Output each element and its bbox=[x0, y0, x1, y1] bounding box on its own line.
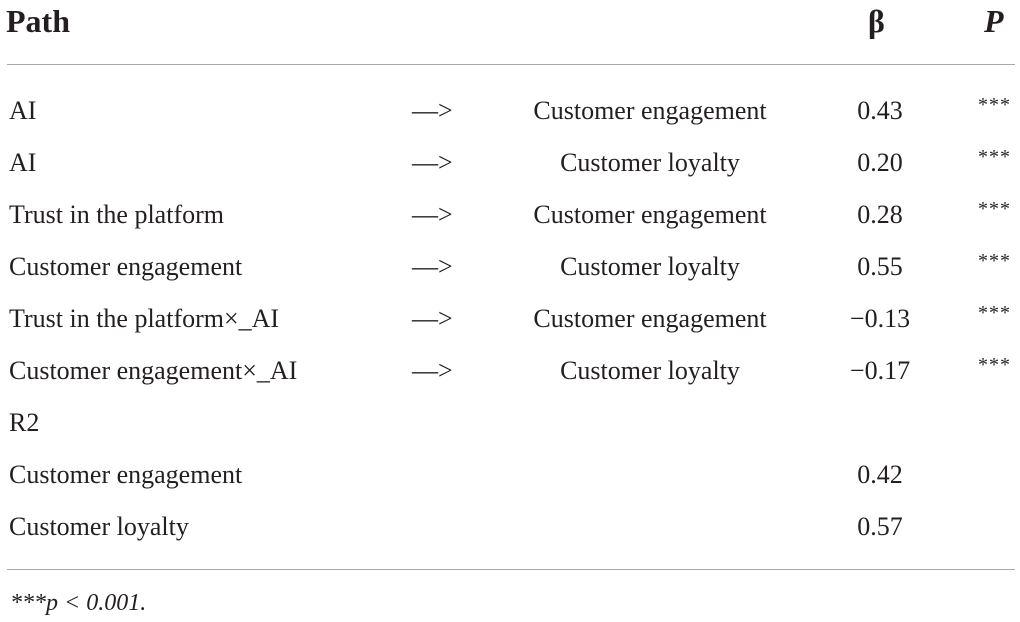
path-to: Customer engagement bbox=[533, 200, 767, 229]
beta-value: 0.55 bbox=[857, 252, 903, 281]
path-to: Customer loyalty bbox=[560, 148, 740, 177]
path-arrow: —> bbox=[412, 304, 453, 333]
beta-value: 0.20 bbox=[857, 148, 903, 177]
r2-value: 0.42 bbox=[857, 460, 903, 489]
path-from: Trust in the platform bbox=[9, 200, 224, 229]
beta-value: −0.13 bbox=[849, 304, 911, 333]
beta-value: 0.28 bbox=[857, 200, 903, 229]
beta-value: −0.17 bbox=[849, 356, 911, 385]
p-significance: *** bbox=[978, 198, 1011, 220]
column-header-path: Path bbox=[6, 3, 70, 39]
beta-value: 0.43 bbox=[857, 96, 903, 125]
path-to: Customer loyalty bbox=[560, 356, 740, 385]
table-row: Customer loyalty 0.57 bbox=[0, 512, 1020, 564]
table-row: Customer engagement 0.42 bbox=[0, 460, 1020, 512]
table-row: Customer engagement×_AI —> Customer loya… bbox=[0, 354, 1020, 408]
path-arrow: —> bbox=[412, 96, 453, 125]
table-row: R2 bbox=[0, 408, 1020, 460]
section-label: R2 bbox=[9, 408, 40, 437]
column-header-p: P bbox=[984, 3, 1004, 39]
header-rule bbox=[7, 64, 1015, 65]
r2-value: 0.57 bbox=[857, 512, 903, 541]
footer-rule bbox=[7, 569, 1015, 570]
path-to: Customer engagement bbox=[533, 304, 767, 333]
path-from: Customer engagement bbox=[9, 252, 243, 281]
path-arrow: —> bbox=[412, 252, 453, 281]
p-significance: *** bbox=[978, 146, 1011, 168]
table-row: Customer engagement —> Customer loyalty … bbox=[0, 250, 1020, 304]
path-arrow: —> bbox=[412, 148, 453, 177]
p-significance: *** bbox=[978, 302, 1011, 324]
r2-variable: Customer loyalty bbox=[9, 512, 189, 541]
p-significance: *** bbox=[978, 354, 1011, 376]
table-row: AI —> Customer engagement 0.43 *** bbox=[0, 94, 1020, 148]
table-footnote: ***p < 0.001. bbox=[10, 590, 147, 616]
column-header-beta: β bbox=[868, 3, 885, 39]
p-significance: *** bbox=[978, 94, 1011, 116]
p-significance: *** bbox=[978, 250, 1011, 272]
path-from: Customer engagement×_AI bbox=[9, 356, 298, 385]
table-row: AI —> Customer loyalty 0.20 *** bbox=[0, 146, 1020, 200]
path-arrow: —> bbox=[412, 200, 453, 229]
table-row: Trust in the platform —> Customer engage… bbox=[0, 198, 1020, 252]
path-from: AI bbox=[9, 96, 37, 125]
path-from: AI bbox=[9, 148, 37, 177]
path-from: Trust in the platform×_AI bbox=[9, 304, 280, 333]
path-to: Customer engagement bbox=[533, 96, 767, 125]
path-to: Customer loyalty bbox=[560, 252, 740, 281]
path-arrow: —> bbox=[412, 356, 453, 385]
table-row: Trust in the platform×_AI —> Customer en… bbox=[0, 302, 1020, 356]
r2-variable: Customer engagement bbox=[9, 460, 243, 489]
